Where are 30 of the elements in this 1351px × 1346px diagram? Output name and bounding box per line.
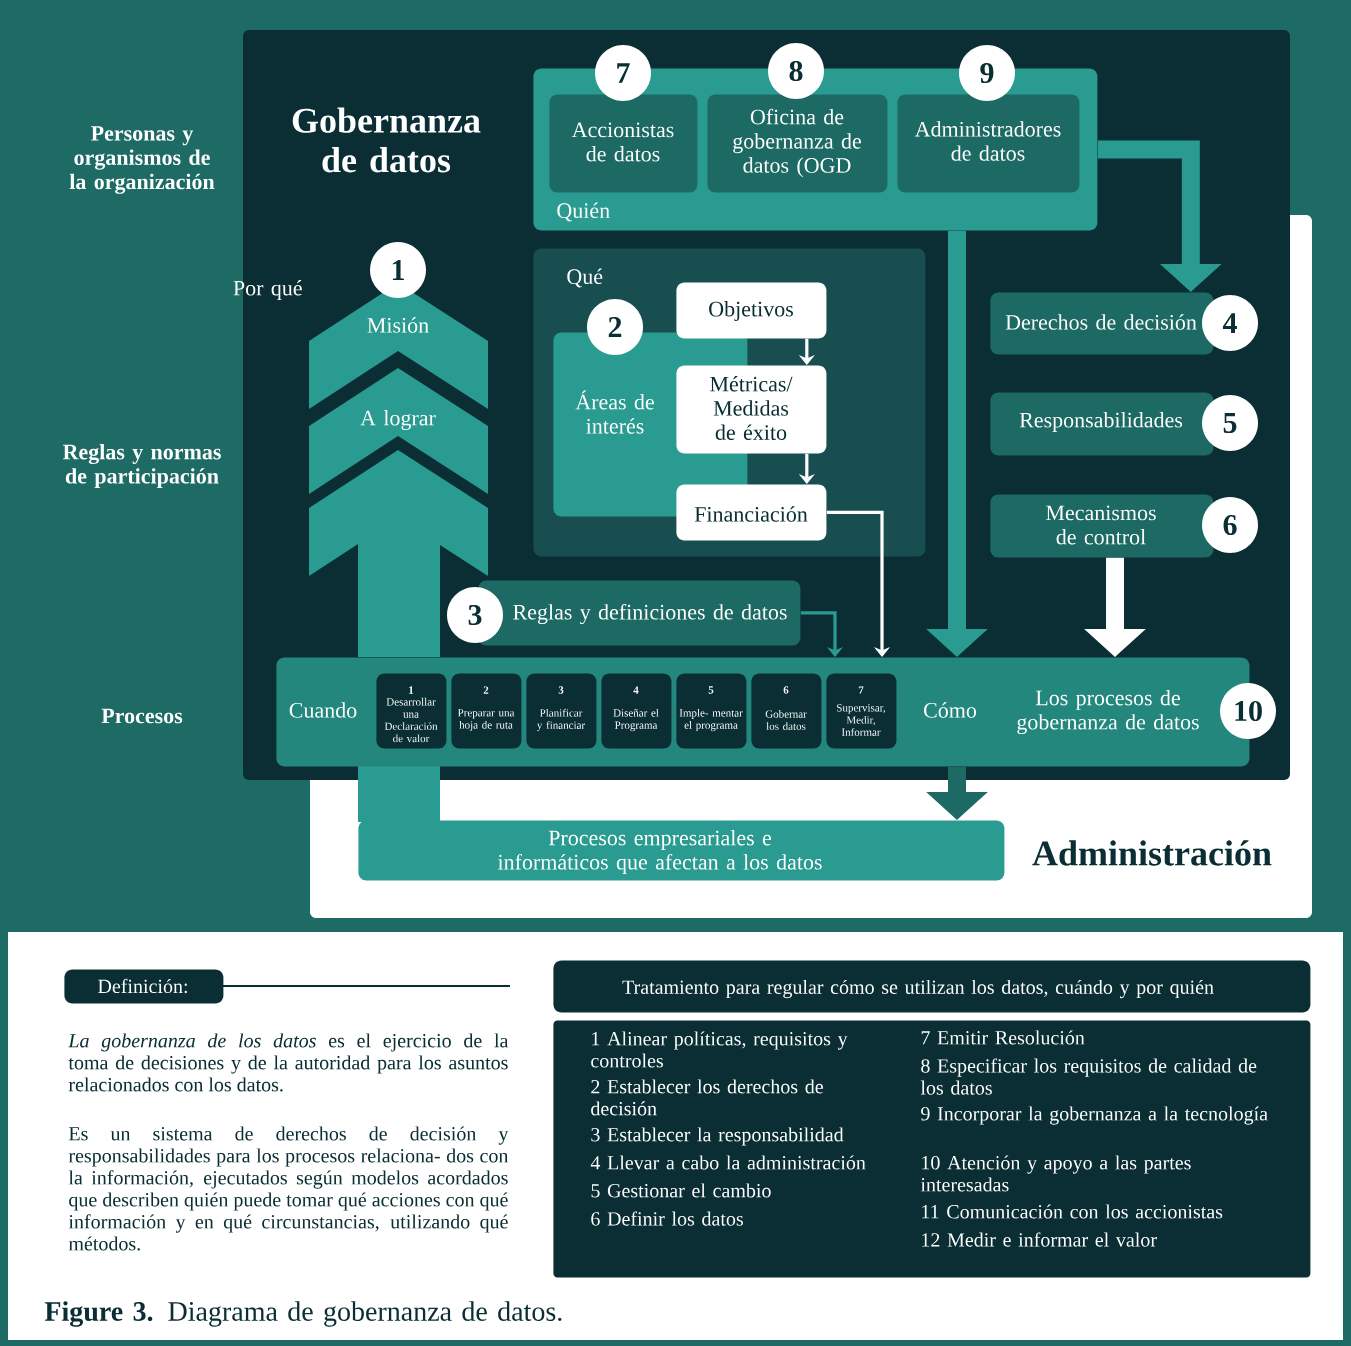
node-label: Cuando — [289, 702, 357, 718]
step-box: 6 Gobernar los datos — [751, 673, 822, 749]
side-label: Por qué — [233, 280, 302, 300]
arrow — [826, 510, 891, 657]
node-label: Cómo — [924, 702, 977, 718]
step-box: 5 Imple- mentar el programa — [676, 673, 747, 749]
step-box: 1 Desarrollar una Declaración de valor — [376, 673, 447, 749]
role-box: Accionistas de datos — [549, 94, 698, 193]
step-box: 3 Planificar y financiar — [526, 673, 597, 749]
heading-box: Definición: — [64, 969, 224, 1004]
definition-paragraph: La gobernanza de los datos es el ejercicio de la toma de decisiones y de la autoridad para los asuntos relacionados con los datos. — [68, 1033, 509, 1092]
role-box: Oficina de gobernanza de datos (OGD — [707, 94, 888, 193]
step-box: 2 Preparar una hoja de ruta — [451, 673, 522, 749]
arrow-drawing: Misión A lograr — [309, 283, 488, 577]
heading-box: Tratamiento para regular cómo se utilizan los datos, cuándo y por quién — [553, 960, 1311, 1013]
role-box: Administradores de datos — [897, 94, 1080, 193]
target-box: Métricas/ Medidas de éxito — [676, 365, 827, 454]
side-label: Personas y organismos de la organización — [69, 126, 215, 194]
step-box: 4 Diseñar el Programa — [601, 673, 672, 749]
arrow — [800, 611, 844, 657]
target-box: Financiación — [676, 484, 827, 541]
target-box: Objetivos — [676, 282, 827, 339]
side-label: Reglas y normas de participación — [62, 443, 221, 489]
step-box: 7 Supervisar, Medir, Informar — [826, 673, 897, 749]
definition-paragraph: Es un sistema de derechos de decisión y responsabilidades para los procesos relaciona- dos con la información, ejecutados según modelos acordados que describen quién puede tomar qué acciones con qué información y en qué circunstancias, utilizando qué métodos. — [68, 1126, 509, 1251]
diagram-title: Gobernanza de datos — [292, 107, 481, 173]
node-label: Los procesos de gobernanza de datos — [1017, 689, 1199, 735]
side-label: Procesos — [101, 708, 183, 724]
list-panel: 1 Alinear políticas, requisitos y controles 2 Establecer los derechos de decisión 3 Establecer la responsabilidad 4 Llevar a cabo la administración 5 Gestionar el cambio 6 Definir los datos 7 Emitir Resolución 8 Especificar los requisitos de calidad de los datos 9 Incorporar la gobernanza a la tecnología 10 Atención y apoyo a las partes interesadas 11 Comunicación con los accionistas 12 Medir e informar el valor — [553, 1020, 1311, 1278]
figure-caption: Figure 3. Diagrama de gobernanza de datos. — [44, 1301, 562, 1327]
